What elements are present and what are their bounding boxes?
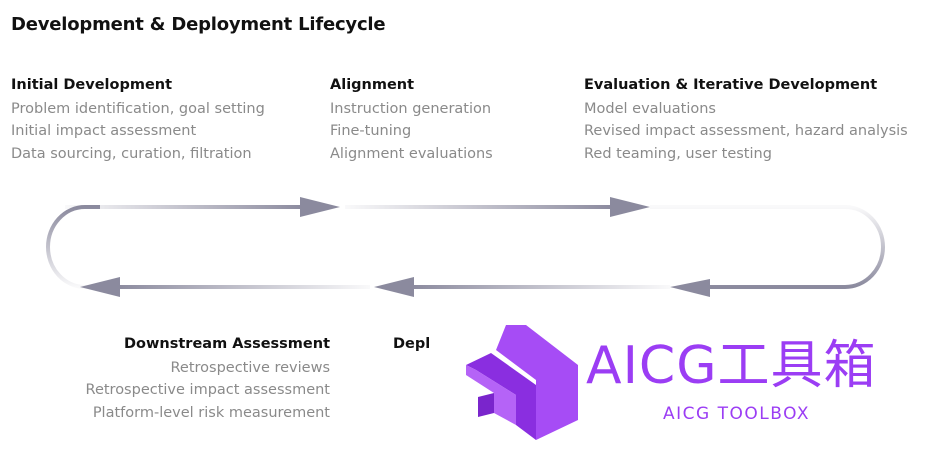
stage-downstream-assessment: Downstream Assessment Retrospective revi… bbox=[40, 335, 330, 424]
stage-initial-development: Initial Development Problem identificati… bbox=[11, 76, 265, 165]
stage-item: Retrospective impact assessment bbox=[85, 382, 330, 399]
arrow-top-2-shaft bbox=[345, 205, 615, 209]
diagram-title: Development & Deployment Lifecycle bbox=[11, 14, 386, 35]
stage-item: Model evaluations bbox=[584, 101, 716, 117]
stage-heading: Evaluation & Iterative Development bbox=[584, 77, 878, 93]
arrow-top-1-shaft bbox=[65, 205, 305, 209]
stage-item: Data sourcing, curation, filtration bbox=[11, 145, 252, 162]
stage-item: Problem identification, goal setting bbox=[11, 101, 265, 117]
arrow-bottom-1-head bbox=[670, 279, 710, 297]
stage-item: Initial impact assessment bbox=[11, 123, 197, 140]
loop-turn-right bbox=[650, 205, 885, 289]
stage-alignment: Alignment Instruction generation Fine-tu… bbox=[330, 76, 493, 165]
watermark-brand: AICG工具箱 bbox=[586, 336, 877, 396]
stage-item: Fine-tuning bbox=[330, 123, 412, 140]
stage-item: Red teaming, user testing bbox=[584, 145, 772, 162]
arrow-bottom-2-shaft bbox=[410, 285, 670, 289]
stage-heading: Initial Development bbox=[11, 77, 173, 93]
stage-item: Alignment evaluations bbox=[330, 145, 493, 162]
arrow-bottom-3-head bbox=[80, 277, 120, 297]
stage-evaluation: Evaluation & Iterative Development Model… bbox=[584, 76, 908, 165]
stage-heading: Depl bbox=[393, 336, 431, 352]
stage-deployment: Depl bbox=[393, 335, 430, 357]
stage-item: Revised impact assessment, hazard analys… bbox=[584, 123, 908, 140]
stage-heading: Downstream Assessment bbox=[124, 336, 330, 352]
arrow-top-2-head bbox=[610, 197, 650, 217]
stage-heading: Alignment bbox=[330, 77, 415, 93]
arrow-bottom-3-shaft bbox=[115, 285, 370, 289]
stage-item: Retrospective reviews bbox=[170, 360, 330, 376]
stage-item: Platform-level risk measurement bbox=[92, 404, 330, 421]
arrow-top-1-head bbox=[300, 197, 340, 217]
aicg-logo-icon bbox=[466, 325, 578, 440]
arrow-bottom-2-head bbox=[374, 277, 414, 297]
stage-item: Instruction generation bbox=[330, 101, 492, 117]
watermark-subtitle: AICG TOOLBOX bbox=[663, 404, 811, 424]
loop-turn-left bbox=[46, 205, 100, 289]
